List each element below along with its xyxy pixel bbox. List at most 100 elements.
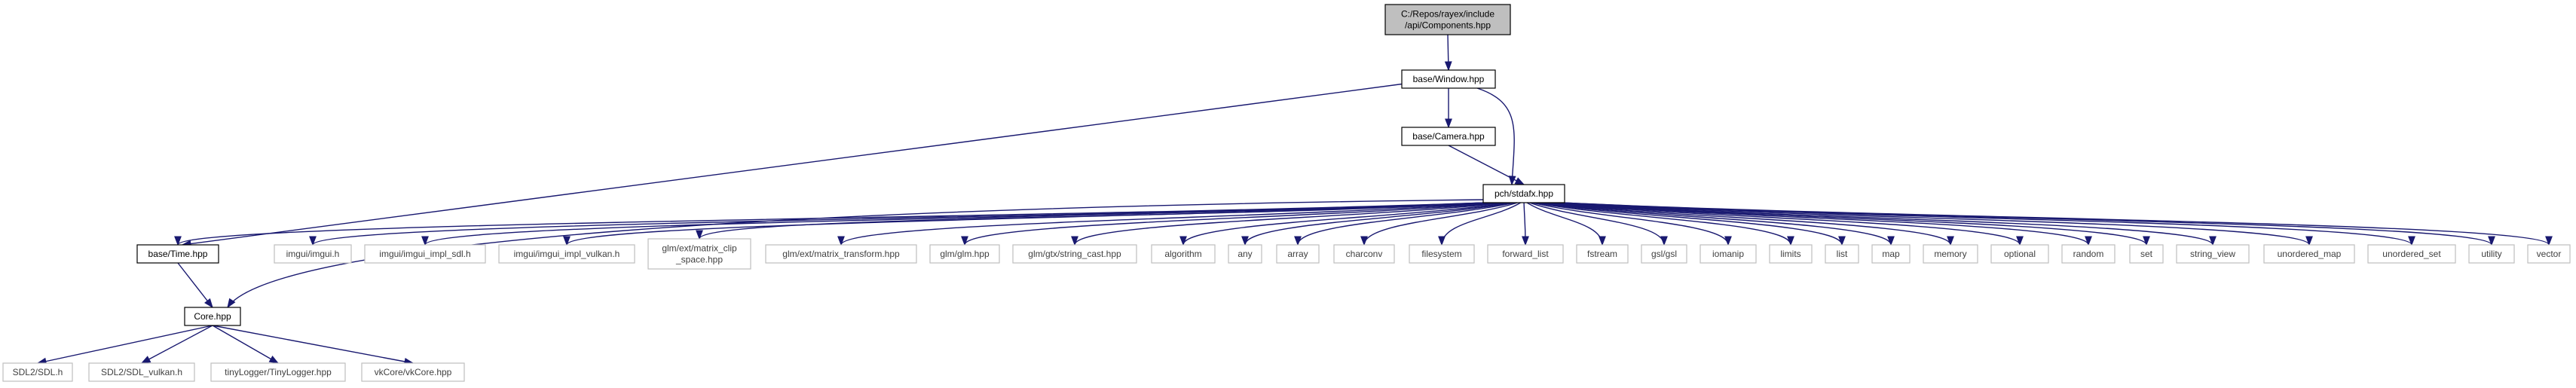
node-glm[interactable]: glm/glm.hpp xyxy=(929,244,1000,264)
edge-stdafx-to-imgui-arrowhead xyxy=(309,236,317,246)
node-iomanip[interactable]: iomanip xyxy=(1699,244,1757,264)
node-label: optional xyxy=(2004,249,2036,259)
node-filesystem[interactable]: filesystem xyxy=(1409,244,1475,264)
edge-stdafx-to-imgui-vulkan xyxy=(566,202,1487,246)
node-string-cast[interactable]: glm/gtx/string_cast.hpp xyxy=(1012,244,1137,264)
edge-core-to-sdl xyxy=(37,325,213,364)
edge-stdafx-to-string-cast-arrowhead xyxy=(1071,236,1078,246)
node-label: glm/ext/matrix_transform.hpp xyxy=(782,249,900,259)
edge-stdafx-to-list-arrowhead xyxy=(1838,236,1846,246)
node-sdl[interactable]: SDL2/SDL.h xyxy=(2,362,73,382)
edge-stdafx-to-fstream-arrowhead xyxy=(1599,236,1606,246)
edge-stdafx-to-string-view xyxy=(1551,202,2213,246)
node-box xyxy=(2129,244,2164,264)
node-fstream[interactable]: fstream xyxy=(1576,244,1629,264)
node-set[interactable]: set xyxy=(2129,244,2164,264)
node-string-view[interactable]: string_view xyxy=(2176,244,2250,264)
edge-stdafx-to-unordered-set-arrowhead xyxy=(2408,236,2415,246)
edge-stdafx-to-matrix-clip xyxy=(699,202,1491,240)
edge-stdafx-to-limits xyxy=(1534,202,1791,246)
node-box xyxy=(1699,244,1757,264)
node-box xyxy=(184,307,241,326)
node-box xyxy=(1576,244,1629,264)
node-box xyxy=(1825,244,1859,264)
node-label: tinyLogger/TinyLogger.hpp xyxy=(225,367,332,377)
edge-stdafx-to-glm xyxy=(964,202,1502,246)
node-label: imgui/imgui_impl_sdl.h xyxy=(379,249,470,259)
node-algorithm[interactable]: algorithm xyxy=(1151,244,1216,264)
edge-stdafx-to-unordered-map-arrowhead xyxy=(2305,236,2313,246)
edge-stdafx-to-unordered-set xyxy=(1559,202,2412,246)
edge-stdafx-to-filesystem-arrowhead xyxy=(1438,236,1446,246)
node-label: unordered_set xyxy=(2382,249,2441,259)
node-stdafx[interactable]: pch/stdafx.hpp xyxy=(1482,184,1565,203)
node-box xyxy=(647,238,751,270)
node-label: fstream xyxy=(1587,249,1617,259)
node-label: base/Time.hpp xyxy=(148,249,208,259)
node-box xyxy=(1276,244,1320,264)
node-utility[interactable]: utility xyxy=(2468,244,2515,264)
node-box xyxy=(1228,244,1262,264)
edge-stdafx-to-gsl-arrowhead xyxy=(1660,236,1668,246)
node-unordered-set[interactable]: unordered_set xyxy=(2367,244,2456,264)
node-label: Core.hpp xyxy=(194,311,231,322)
node-box xyxy=(88,362,195,382)
edge-stdafx-to-gsl xyxy=(1529,202,1665,246)
node-unordered-map[interactable]: unordered_map xyxy=(2263,244,2355,264)
node-core[interactable]: Core.hpp xyxy=(184,307,241,326)
node-imgui-sdl[interactable]: imgui/imgui_impl_sdl.h xyxy=(364,244,486,264)
node-box xyxy=(2367,244,2456,264)
node-box xyxy=(1151,244,1216,264)
node-label: any xyxy=(1238,249,1252,259)
node-box xyxy=(765,244,917,264)
node-components[interactable]: C:/Repos/rayex/include/api/Components.hp… xyxy=(1384,4,1511,35)
node-matrix-transform[interactable]: glm/ext/matrix_transform.hpp xyxy=(765,244,917,264)
edge-stdafx-to-imgui-vulkan-arrowhead xyxy=(563,236,571,246)
edge-stdafx-to-vector xyxy=(1561,202,2550,246)
node-optional[interactable]: optional xyxy=(1990,244,2049,264)
node-label: memory xyxy=(1934,249,1966,259)
edge-window-to-camera-arrowhead xyxy=(1445,118,1452,129)
node-box xyxy=(136,244,219,264)
node-vector[interactable]: vector xyxy=(2527,244,2571,264)
edge-stdafx-to-map xyxy=(1538,202,1892,246)
node-forward-list[interactable]: forward_list xyxy=(1487,244,1564,264)
node-memory[interactable]: memory xyxy=(1923,244,1978,264)
edge-stdafx-to-vector-arrowhead xyxy=(2545,236,2553,246)
edge-stdafx-to-iomanip xyxy=(1531,202,1729,246)
edge-window-to-time xyxy=(182,83,1406,246)
edge-core-to-sdl-vulkan xyxy=(141,325,213,364)
node-label: forward_list xyxy=(1502,249,1549,259)
node-box xyxy=(1923,244,1978,264)
node-list[interactable]: list xyxy=(1825,244,1859,264)
node-limits[interactable]: limits xyxy=(1769,244,1813,264)
node-time[interactable]: base/Time.hpp xyxy=(136,244,219,264)
node-box xyxy=(1409,244,1475,264)
node-box xyxy=(1401,127,1496,146)
node-sdl-vulkan[interactable]: SDL2/SDL_vulkan.h xyxy=(88,362,195,382)
node-vkcore[interactable]: vkCore/vkCore.hpp xyxy=(361,362,465,382)
edge-stdafx-to-string-view-arrowhead xyxy=(2209,236,2217,246)
edge-core-to-tinylogger xyxy=(212,325,279,364)
node-array[interactable]: array xyxy=(1276,244,1320,264)
node-tinylogger[interactable]: tinyLogger/TinyLogger.hpp xyxy=(210,362,346,382)
node-imgui[interactable]: imgui/imgui.h xyxy=(274,244,352,264)
node-matrix-clip[interactable]: glm/ext/matrix_clip_space.hpp xyxy=(647,238,751,270)
edge-stdafx-to-imgui-sdl-arrowhead xyxy=(421,236,429,246)
node-box xyxy=(1990,244,2049,264)
node-random[interactable]: random xyxy=(2061,244,2116,264)
node-imgui-vulkan[interactable]: imgui/imgui_impl_vulkan.h xyxy=(498,244,635,264)
node-box xyxy=(2061,244,2116,264)
node-gsl[interactable]: gsl/gsl xyxy=(1641,244,1687,264)
edge-core-to-vkcore xyxy=(212,325,414,364)
node-camera[interactable]: base/Camera.hpp xyxy=(1401,127,1496,146)
node-map[interactable]: map xyxy=(1871,244,1911,264)
edge-stdafx-to-array-arrowhead xyxy=(1294,236,1302,246)
edge-camera-to-stdafx xyxy=(1448,145,1525,185)
edge-stdafx-to-memory-arrowhead xyxy=(1947,236,1954,246)
node-any[interactable]: any xyxy=(1228,244,1262,264)
node-charconv[interactable]: charconv xyxy=(1333,244,1395,264)
node-box xyxy=(1487,244,1564,264)
node-window[interactable]: base/Window.hpp xyxy=(1401,69,1496,89)
